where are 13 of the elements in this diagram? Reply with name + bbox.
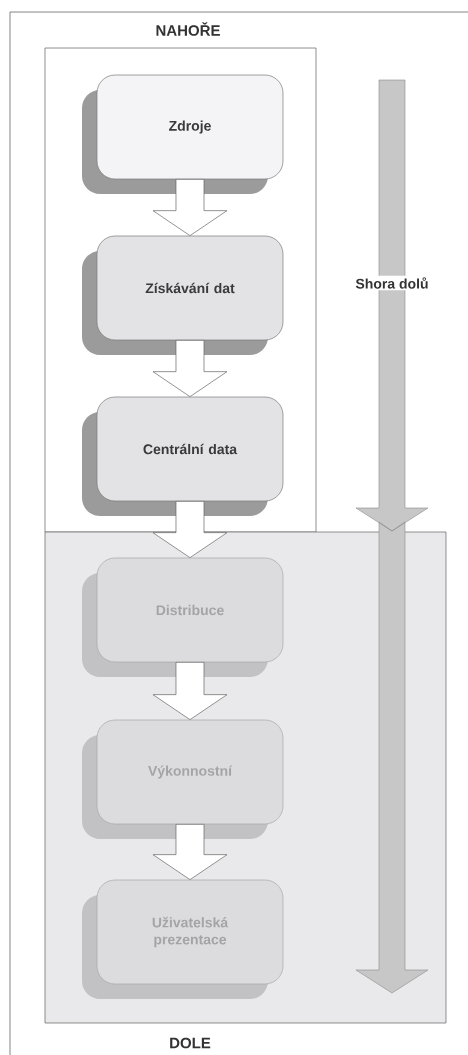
process-box: Výkonnostní — [82, 719, 284, 839]
process-box: Uživatelská prezentace — [82, 879, 284, 999]
block-arrow — [152, 824, 228, 880]
block-arrow — [152, 662, 228, 720]
process-box: Zdroje — [82, 74, 284, 194]
process-box: Získávání dat — [82, 235, 284, 355]
process-box: Distribuce — [82, 557, 284, 677]
group-heading: NAHOŘE — [156, 22, 220, 36]
process-box: Centrální data — [82, 396, 284, 516]
block-arrow — [152, 340, 228, 397]
block-arrow — [152, 179, 228, 236]
group-heading: DOLE — [170, 1037, 211, 1049]
block-arrow — [152, 501, 228, 558]
